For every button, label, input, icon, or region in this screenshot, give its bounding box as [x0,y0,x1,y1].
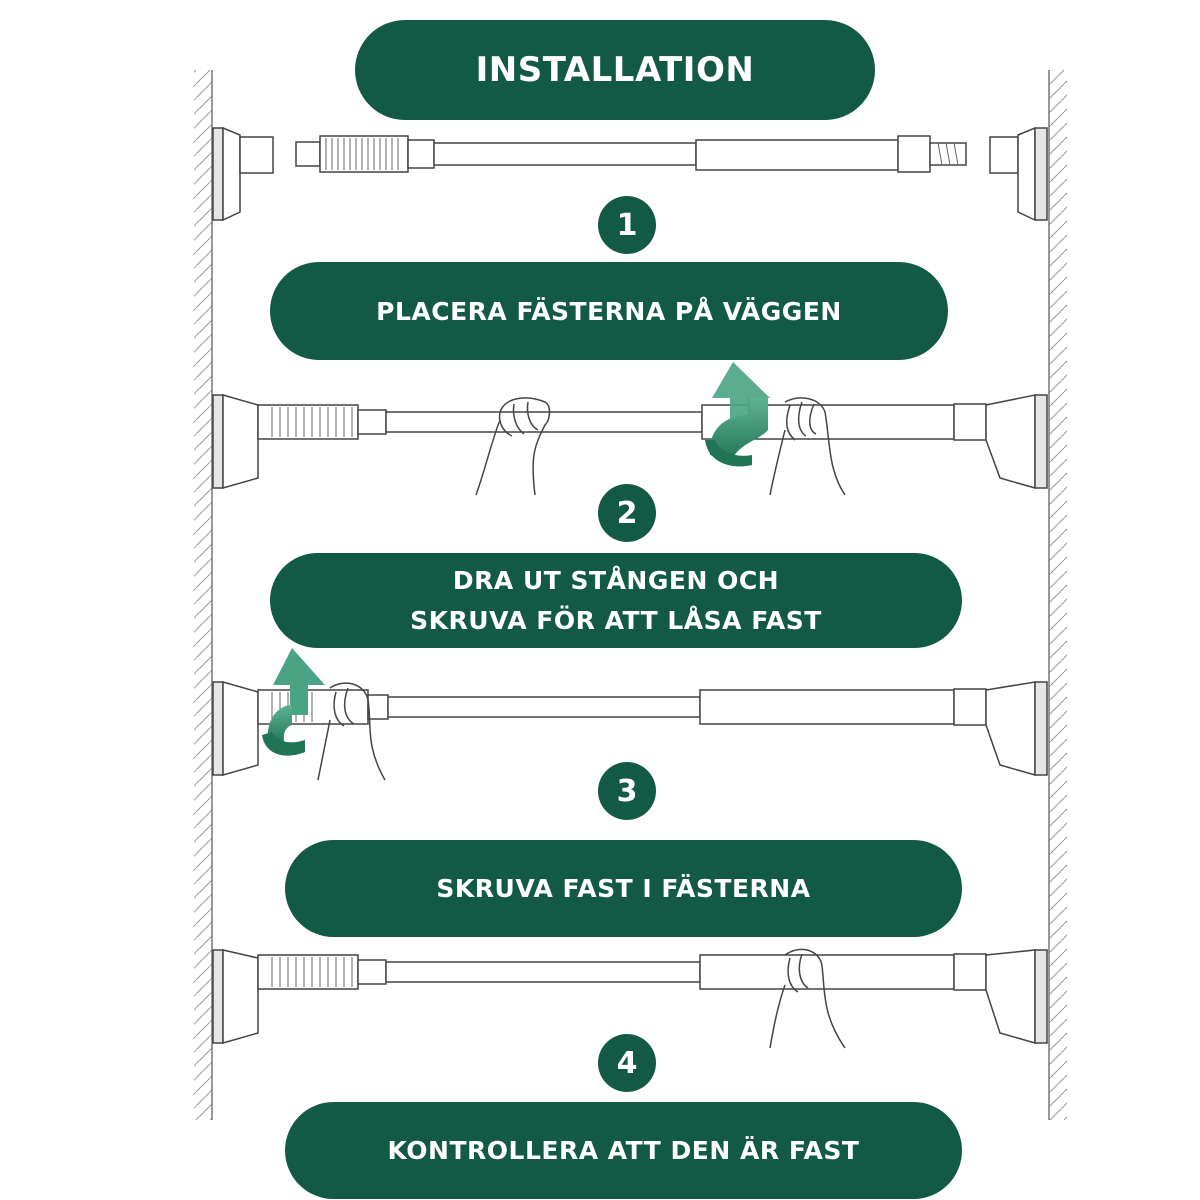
step-number-badge: 1 [598,196,656,254]
right-wall-icon [1048,70,1067,1120]
step-3-instruction: SKRUVA FAST I FÄSTERNA [285,840,962,937]
rotate-arrow-icon [705,362,770,467]
hand-icon [769,397,846,496]
page-title: INSTALLATION [475,50,755,90]
step1-illustration [212,126,1048,222]
step-2-text-line-2: SKRUVA FÖR ATT LÅSA FAST [410,605,822,635]
left-wall-icon [194,70,213,1120]
hand-icon [769,948,846,1049]
step-4-text: KONTROLLERA ATT DEN ÄR FAST [387,1136,860,1165]
hand-icon [475,397,551,496]
step-2-text-line-1: DRA UT STÅNGEN OCH [452,565,780,595]
step-number-badge: 3 [598,762,656,820]
step2-illustration [212,362,1048,496]
hand-icon [317,682,386,781]
step-2-instruction: DRA UT STÅNGEN OCH SKRUVA FÖR ATT LÅSA F… [270,553,962,648]
title-banner: INSTALLATION [355,20,875,120]
step-3-text: SKRUVA FAST I FÄSTERNA [436,874,811,903]
step-number-badge: 4 [598,1034,656,1092]
step4-illustration [212,948,1048,1049]
step-4-instruction: KONTROLLERA ATT DEN ÄR FAST [285,1102,962,1199]
step-number-badge: 2 [598,484,656,542]
step3-illustration [212,648,1048,781]
rotate-arrow-icon [262,648,325,756]
step-1-instruction: PLACERA FÄSTERNA PÅ VÄGGEN [270,262,948,360]
step-1-text: PLACERA FÄSTERNA PÅ VÄGGEN [376,296,842,326]
